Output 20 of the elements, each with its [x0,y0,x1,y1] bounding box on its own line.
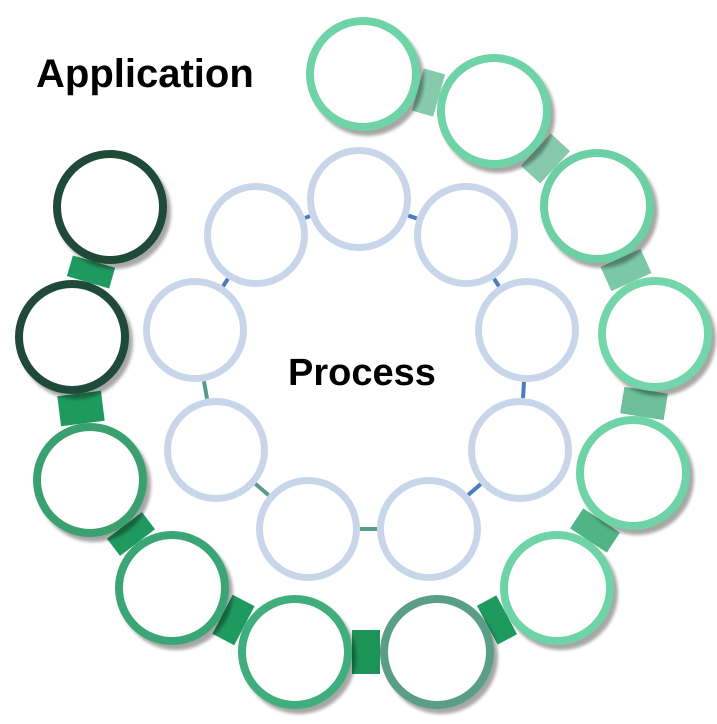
connector-band [412,68,446,117]
connector-line [521,382,526,398]
connector-band [57,390,105,426]
connector-band [212,594,255,646]
connector-band [570,508,620,553]
connector-band [66,255,116,289]
connector-band [352,630,380,674]
connector-band [520,134,570,184]
connector-line [408,214,418,220]
connector-line [360,527,377,531]
connector-line [466,482,482,496]
connector-line [221,278,230,288]
connector-line [492,278,501,288]
connector-line [254,482,270,497]
connector-line [202,380,209,400]
heading-text: Process [288,352,436,395]
connector-band [476,595,518,645]
connector-band [106,512,156,556]
heading-text: Application [36,52,254,97]
circle [115,531,229,645]
